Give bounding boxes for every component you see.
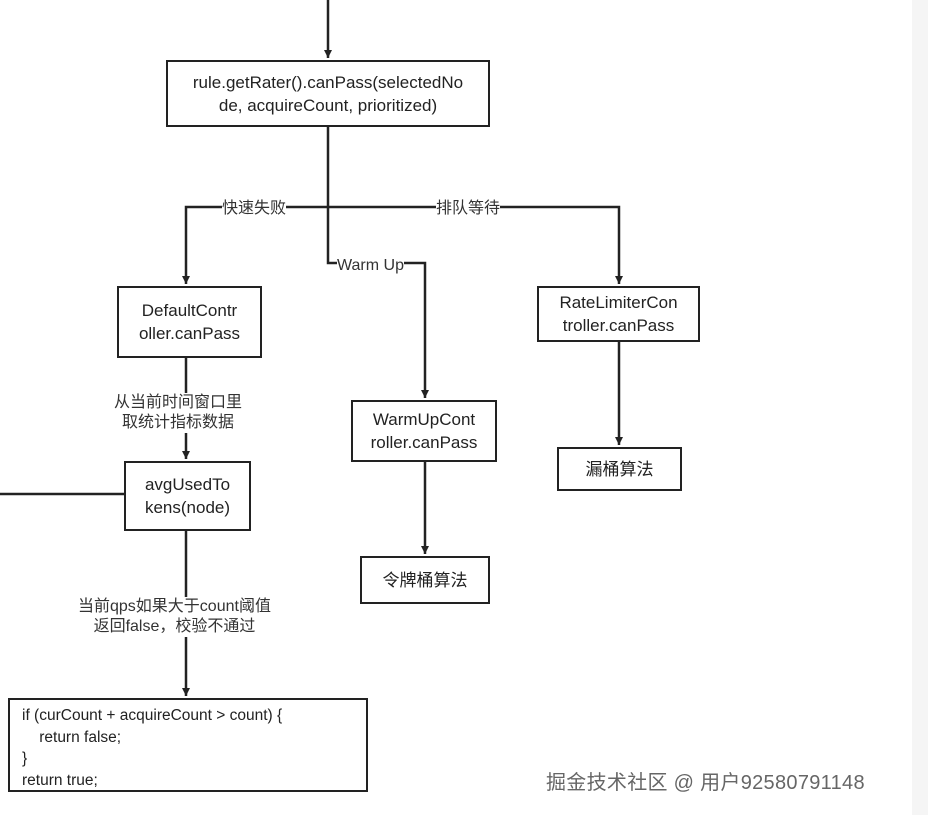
warmup-controller-line-2: roller.canPass bbox=[370, 433, 478, 452]
qps-check-line-2: 返回false，校验不通过 bbox=[93, 618, 256, 635]
default-controller-line-2: oller.canPass bbox=[138, 324, 241, 343]
default-controller-line-1: DefaultContr bbox=[141, 301, 238, 320]
qps-check-label: 当前qps如果大于count阈值 返回false，校验不通过 bbox=[78, 597, 271, 637]
ratelimiter-controller-node: RateLimiterCon troller.canPass bbox=[537, 286, 700, 342]
queue-wait-label: 排队等待 bbox=[436, 199, 501, 219]
code-line-2: return false; bbox=[22, 728, 122, 746]
fetch-stats-line-1: 从当前时间窗口里 bbox=[114, 394, 243, 411]
watermark: 掘金技术社区 @ 用户92580791148 bbox=[546, 772, 865, 794]
fetch-stats-label: 从当前时间窗口里 取统计指标数据 bbox=[114, 393, 243, 433]
qps-check-line-1: 当前qps如果大于count阈值 bbox=[78, 598, 271, 615]
edge-queue-wait bbox=[328, 205, 623, 284]
avg-used-tokens-line-2: kens(node) bbox=[144, 498, 231, 517]
ratelimiter-controller-line-2: troller.canPass bbox=[562, 316, 675, 335]
fast-fail-label: 快速失败 bbox=[222, 199, 287, 219]
code-block-node: if (curCount + acquireCount > count) { r… bbox=[8, 698, 368, 792]
warmup-controller-node: WarmUpCont roller.canPass bbox=[351, 400, 497, 462]
token-bucket-node: 令牌桶算法 bbox=[360, 556, 490, 604]
warm-up-label: Warm Up bbox=[337, 256, 404, 276]
default-controller-node: DefaultContr oller.canPass bbox=[117, 286, 262, 358]
code-line-3: } bbox=[22, 750, 28, 767]
edge-warm-up bbox=[326, 207, 429, 398]
code-line-1: if (curCount + acquireCount > count) { bbox=[22, 707, 283, 724]
token-bucket-label: 令牌桶算法 bbox=[382, 570, 468, 590]
avg-used-tokens-node: avgUsedTo kens(node) bbox=[124, 461, 251, 531]
warmup-controller-line-1: WarmUpCont bbox=[372, 410, 476, 429]
avg-used-tokens-line-1: avgUsedTo bbox=[144, 475, 231, 494]
can-pass-line-1: rule.getRater().canPass(selectedNo bbox=[192, 72, 464, 92]
leaky-bucket-node: 漏桶算法 bbox=[557, 447, 682, 491]
can-pass-line-2: de, acquireCount, prioritized) bbox=[218, 95, 438, 115]
fetch-stats-line-2: 取统计指标数据 bbox=[122, 414, 235, 431]
code-line-4: return true; bbox=[22, 771, 98, 789]
leaky-bucket-label: 漏桶算法 bbox=[585, 459, 654, 479]
ratelimiter-controller-line-1: RateLimiterCon bbox=[559, 293, 678, 312]
can-pass-node: rule.getRater().canPass(selectedNo de, a… bbox=[166, 60, 490, 127]
